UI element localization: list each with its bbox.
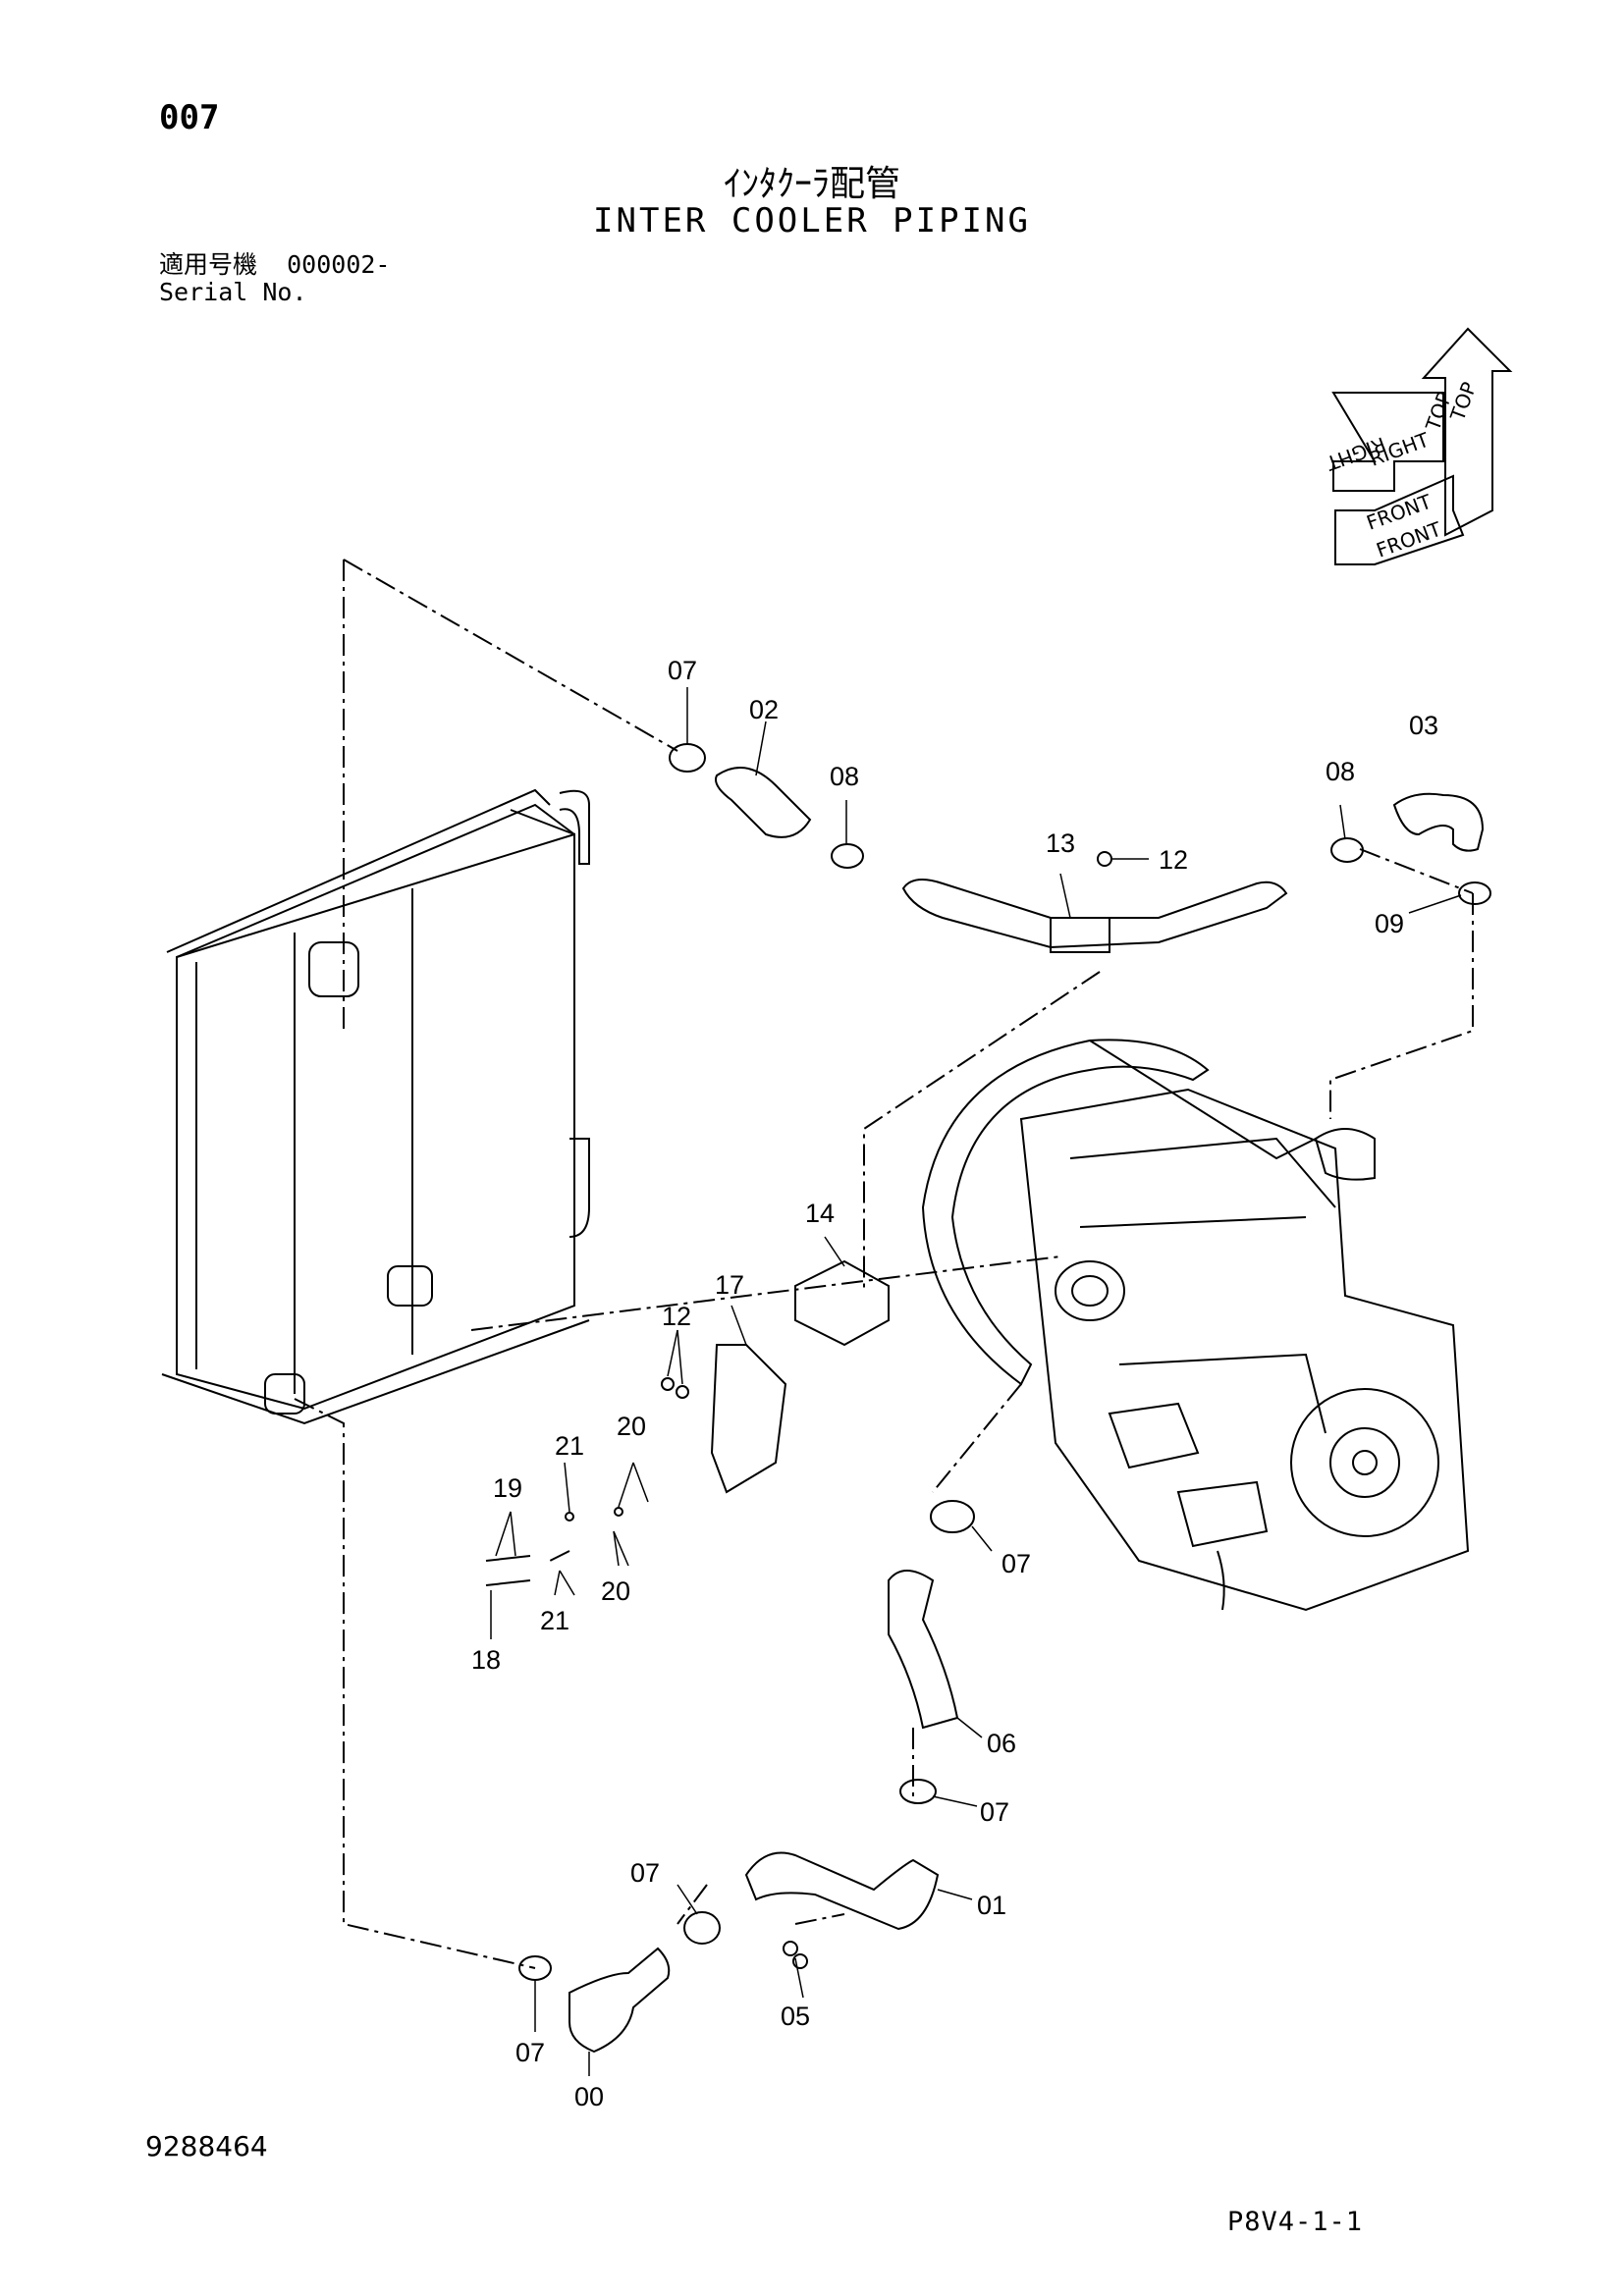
radiator-lower-outlet: [387, 1265, 433, 1307]
title-japanese: ｲﾝﾀｸｰﾗ配管: [723, 164, 900, 204]
bolt-05-a: [783, 1941, 798, 1956]
callout-19: 19: [493, 1473, 522, 1503]
clamp-07-lower: [899, 1779, 937, 1804]
bolt-05-b: [792, 1953, 808, 1969]
hose-02: [715, 767, 812, 838]
callout-03: 03: [1409, 711, 1438, 740]
serial-label-jp: 適用号機: [159, 250, 258, 279]
orientation-arrow-right: [1331, 392, 1444, 492]
engine-flywheel: [1290, 1388, 1439, 1537]
radiator-side-hose: [559, 789, 590, 865]
radiator-bottom-port: [264, 1373, 305, 1415]
alignment-lines: [294, 559, 1474, 1969]
radiator-upper-outlet: [308, 941, 359, 997]
serial-label-en: Serial No.: [159, 278, 307, 306]
callout-17: 17: [715, 1270, 744, 1300]
callout-00: 00: [574, 2082, 604, 2111]
engine-block: [1019, 1088, 1470, 1612]
pipe-13-bracket: [1050, 917, 1110, 953]
reference-code: P8V4-1-1: [1227, 2207, 1364, 2237]
callout-09: 09: [1375, 909, 1404, 938]
turbocharger: [1055, 1260, 1125, 1321]
hose-00: [568, 1947, 671, 2054]
callout-07-e: 07: [515, 2038, 545, 2067]
callout-13: 13: [1046, 828, 1075, 858]
callout-21-a: 21: [555, 1431, 584, 1461]
callout-07-a: 07: [668, 656, 697, 685]
callout-07-c: 07: [980, 1797, 1009, 1827]
rod-19: [485, 1555, 531, 1562]
callout-01: 01: [977, 1891, 1006, 1920]
hose-01: [744, 1851, 940, 1931]
bracket-14: [794, 1259, 890, 1347]
piping-parts: [485, 743, 1491, 2054]
callout-12-a: 12: [1159, 845, 1188, 875]
rod-18: [485, 1579, 531, 1586]
clamp-07-mid: [930, 1500, 975, 1533]
orientation-arrow-top: [1421, 327, 1513, 537]
clamp-08-left: [831, 843, 864, 869]
callout-02: 02: [749, 695, 779, 724]
leader-lines: [490, 687, 1462, 2076]
pipe-13: [901, 879, 1288, 949]
callout-12-b: 12: [662, 1302, 691, 1331]
orientation-arrows: TOP TOP RIGHT RIGHT FRONT FRONT: [1323, 327, 1513, 565]
flywheel-housing: [921, 1039, 1210, 1386]
title-english: INTER COOLER PIPING: [593, 201, 1031, 240]
callout-21-b: 21: [540, 1606, 569, 1635]
clamp-07-bottom-right: [683, 1911, 721, 1945]
engine-outlet: [1314, 1128, 1376, 1181]
orientation-arrow-front: [1334, 474, 1465, 565]
callout-07-d: 07: [630, 1858, 660, 1888]
part-callouts: 07 02 08 13 12 08 03 09 14 17 12 21 20 1…: [471, 656, 1438, 2111]
hose-03: [1392, 792, 1485, 852]
callout-18: 18: [471, 1645, 501, 1675]
bolt-12-top: [1097, 851, 1112, 867]
callout-08-b: 08: [1326, 757, 1355, 786]
clamp-07-bottom-left: [518, 1955, 552, 1981]
callout-08-a: 08: [830, 762, 859, 791]
document-number: 9288464: [145, 2130, 268, 2163]
pin-20: [614, 1507, 623, 1517]
clamp-07-top: [669, 743, 706, 773]
callout-05: 05: [781, 2002, 810, 2031]
serial-block: 適用号機 000002- Serial No.: [159, 251, 390, 306]
hose-06: [888, 1570, 959, 1730]
bracket-17: [710, 1344, 787, 1494]
serial-value: 000002-: [287, 250, 391, 279]
page-number: 007: [159, 98, 220, 137]
clamp-09: [1458, 881, 1491, 905]
callout-20-a: 20: [617, 1412, 646, 1441]
engine-assembly: [921, 1039, 1470, 1612]
radiator-core: [161, 788, 590, 1425]
clip-21: [565, 1512, 574, 1522]
callout-14: 14: [805, 1199, 835, 1228]
bolt-12-mid-a: [661, 1377, 675, 1391]
callout-20-b: 20: [601, 1576, 630, 1606]
callout-07-b: 07: [1001, 1549, 1031, 1578]
bolt-12-mid-b: [676, 1385, 689, 1399]
clamp-08-right: [1330, 837, 1364, 863]
callout-06: 06: [987, 1729, 1016, 1758]
